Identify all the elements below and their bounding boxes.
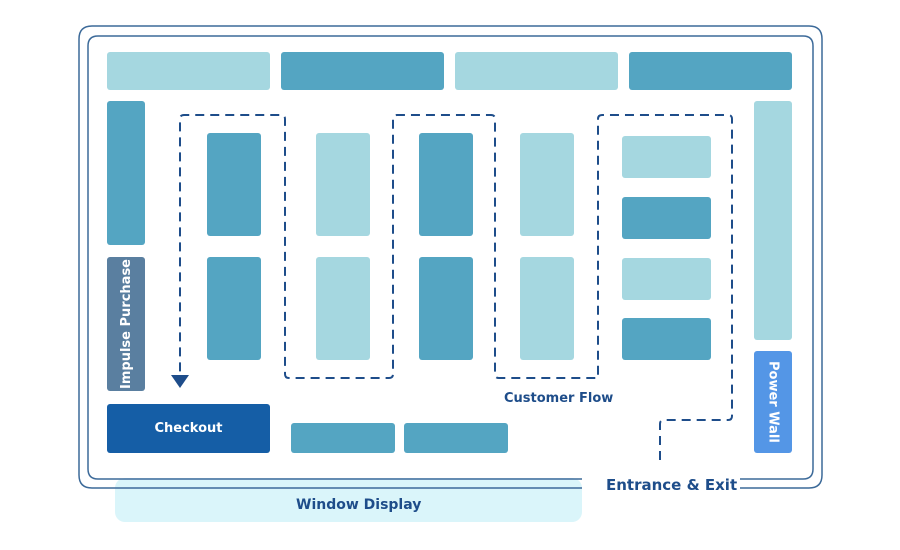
impulse-purchase: Impulse Purchase [107, 257, 145, 391]
power-wall-label: Power Wall [765, 361, 781, 443]
display-table-1 [622, 136, 711, 178]
right-wall-shelf [754, 101, 792, 340]
wall-shelf-2 [281, 52, 444, 90]
aisle-1-shelf-bottom [207, 257, 261, 360]
checkout: Checkout [107, 404, 270, 453]
left-wall-shelf [107, 101, 145, 245]
entrance-gap [583, 470, 739, 495]
display-table-2 [622, 197, 711, 239]
impulse-purchase-label: Impulse Purchase [118, 259, 134, 389]
aisle-4-shelf-bottom [520, 257, 574, 360]
flow-arrow-icon [171, 375, 189, 388]
aisle-3-shelf-bottom [419, 257, 473, 360]
aisle-4-shelf-top [520, 133, 574, 236]
display-table-4 [622, 318, 711, 360]
front-shelf-1 [291, 423, 395, 453]
aisle-2-shelf-bottom [316, 257, 370, 360]
wall-shelf-4 [629, 52, 792, 90]
aisle-3-shelf-top [419, 133, 473, 236]
customer-flow-path [179, 114, 733, 460]
entrance-exit-label: Entrance & Exit [606, 476, 738, 494]
wall-shelf-1 [107, 52, 270, 90]
outer-wall [78, 25, 823, 489]
aisle-1-shelf-top [207, 133, 261, 236]
power-wall: Power Wall [754, 351, 792, 453]
display-table-3 [622, 258, 711, 300]
window-display-label: Window Display [296, 497, 422, 513]
checkout-label: Checkout [154, 421, 223, 436]
customer-flow-label: Customer Flow [504, 391, 614, 406]
wall-shelf-3 [455, 52, 618, 90]
front-shelf-2 [404, 423, 508, 453]
aisle-2-shelf-top [316, 133, 370, 236]
window-display [115, 478, 582, 522]
inner-wall [87, 35, 814, 480]
